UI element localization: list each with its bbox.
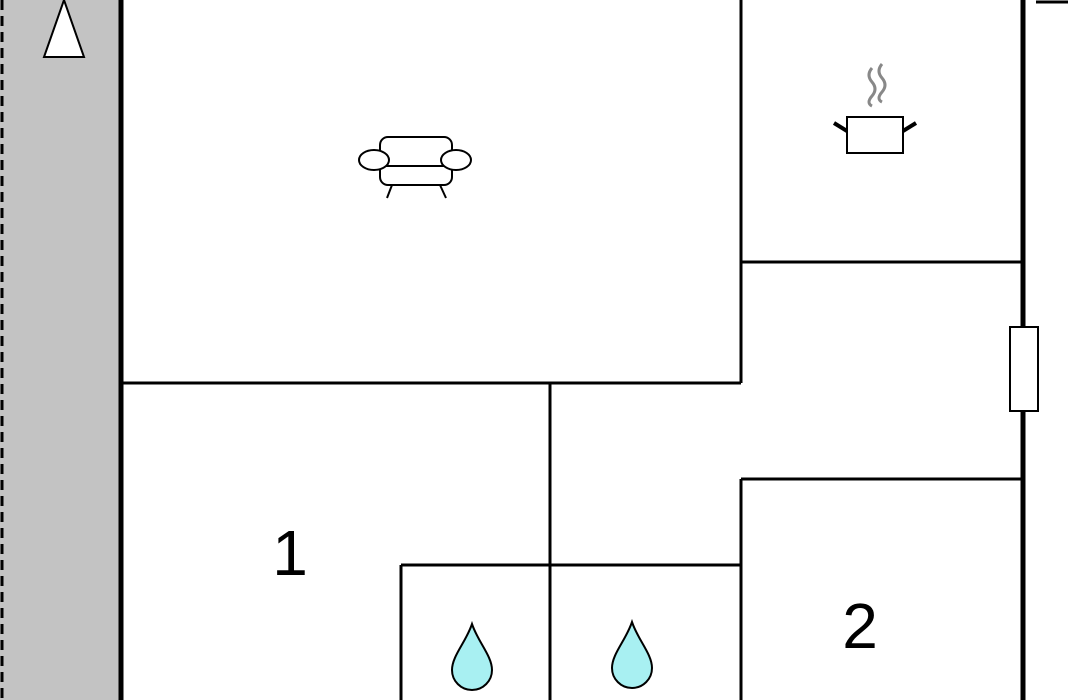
water-drop-icon (610, 618, 654, 689)
window (1009, 326, 1039, 412)
water-drop-icon (450, 620, 494, 691)
cooking-pot-icon (832, 63, 918, 154)
room-number-2: 2 (842, 590, 878, 662)
sofa-icon (358, 136, 472, 199)
terrace-area (0, 0, 120, 700)
north-arrow-icon (42, 0, 86, 58)
room-number-1: 1 (272, 517, 308, 589)
